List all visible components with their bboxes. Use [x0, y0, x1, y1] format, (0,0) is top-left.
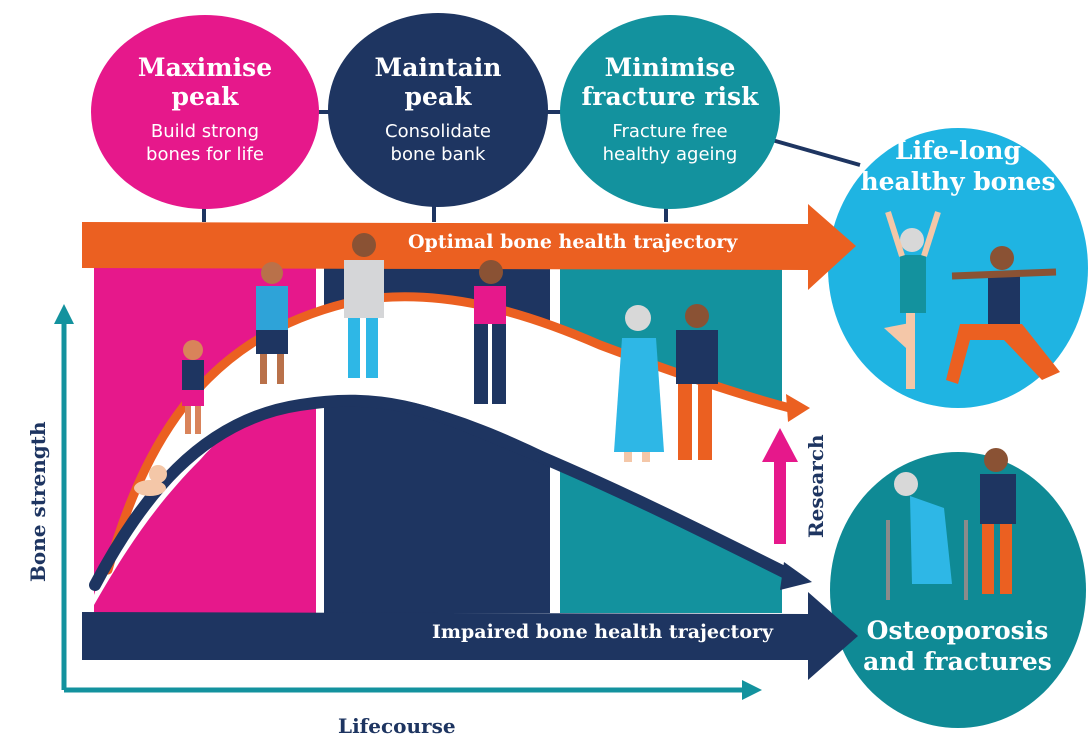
- stage-maximise-title: Maximise peak: [100, 53, 310, 112]
- optimal-curve-arrowhead: [786, 394, 810, 422]
- yoga-woman-figure: [884, 211, 941, 389]
- stage-minimise-subtitle: Fracture free healthy ageing: [560, 120, 780, 167]
- outcome-healthy-bones: Life-long healthy bones: [848, 136, 1068, 197]
- stage-minimise-text: Minimise fracture risk Fracture free hea…: [560, 53, 780, 167]
- research-arrow-head: [762, 428, 798, 462]
- research-label: Research: [804, 434, 828, 538]
- people-figures: [134, 211, 1060, 600]
- bubble-maintain: [328, 13, 548, 207]
- axes: [54, 304, 762, 700]
- impaired-arrow-band: [82, 592, 858, 680]
- stage-maximise-title-line2: peak: [171, 81, 239, 111]
- girl-figure: [182, 340, 204, 434]
- stage-minimise-title: Minimise fracture risk: [560, 53, 780, 112]
- research-arrow-shaft: [774, 458, 786, 544]
- stage-maintain-subtitle: Consolidate bone bank: [333, 120, 543, 167]
- bubble-maximise: [91, 15, 319, 209]
- bubble-minimise: [560, 15, 780, 209]
- stage-maintain-title-line1: Maintain: [374, 53, 502, 82]
- stage-maximise-subtitle-line1: Build strong: [150, 120, 260, 142]
- stage-maximise-text: Maximise peak Build strong bones for lif…: [100, 53, 310, 167]
- stage-minimise-title-line1: Minimise: [604, 53, 736, 82]
- stage-maintain-title: Maintain peak: [333, 53, 543, 112]
- stage-maximise-subtitle-line2: bones for life: [146, 143, 264, 165]
- stage-minimise-subtitle-line2: healthy ageing: [602, 143, 738, 165]
- outcome-osteoporosis: Osteoporosis and fractures: [845, 616, 1070, 677]
- bubble-osteoporosis: [830, 452, 1086, 728]
- optimal-trajectory-label: Optimal bone health trajectory: [408, 231, 738, 253]
- elderly-woman-figure: [614, 305, 664, 462]
- baby-figure: [134, 465, 167, 496]
- x-axis-label: Lifecourse: [338, 714, 456, 738]
- young-man-figure: [344, 233, 384, 378]
- stage-maximise-subtitle: Build strong bones for life: [100, 120, 310, 167]
- elderly-man-figure: [676, 304, 718, 460]
- outcome-healthy-line1: Life-long: [895, 136, 1021, 165]
- y-axis-label: Bone strength: [26, 421, 50, 582]
- osteo-woman-figure: [886, 472, 952, 600]
- stage-maintain-title-line2: peak: [404, 81, 472, 111]
- impaired-trajectory-label: Impaired bone health trajectory: [432, 621, 774, 643]
- stage-maximise-title-line1: Maximise: [137, 53, 273, 82]
- stage-maintain-subtitle-line1: Consolidate: [385, 120, 491, 142]
- boy-figure: [256, 262, 288, 384]
- woman-figure: [474, 260, 506, 404]
- stage-maintain-text: Maintain peak Consolidate bone bank: [333, 53, 543, 167]
- stage-maintain-subtitle-line2: bone bank: [390, 143, 486, 165]
- outcome-healthy-line2: healthy bones: [860, 166, 1056, 196]
- outcome-osteoporosis-line2: and fractures: [863, 646, 1052, 676]
- stage-minimise-subtitle-line1: Fracture free: [612, 120, 728, 142]
- outcome-osteoporosis-line1: Osteoporosis: [866, 616, 1049, 645]
- impaired-curve-arrowhead: [780, 562, 812, 590]
- stage-minimise-title-line2: fracture risk: [581, 81, 759, 111]
- impaired-curve: [89, 394, 796, 591]
- yoga-man-figure: [946, 246, 1060, 384]
- osteo-man-figure: [964, 448, 1016, 600]
